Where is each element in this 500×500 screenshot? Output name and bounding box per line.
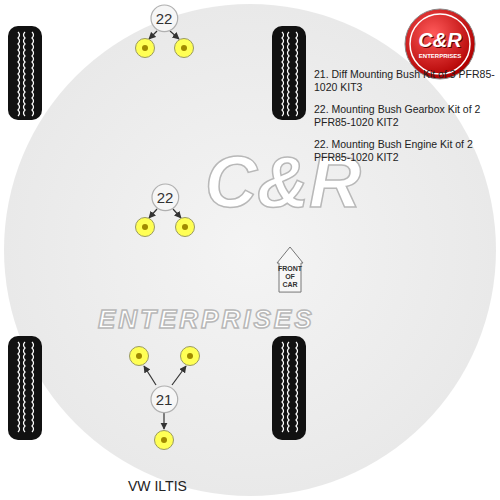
tread-line — [282, 32, 284, 116]
parts-list-item: 22. Mounting Bush Engine Kit of 2 PFR85-… — [314, 138, 496, 163]
tread-line — [296, 32, 298, 116]
callout-number: 22 — [157, 190, 174, 205]
bush — [175, 39, 194, 58]
parts-list-item: 21. Diff Mounting Bush Kit of 3 PFR85-10… — [314, 68, 496, 93]
tread-line — [32, 342, 34, 432]
leader-line — [163, 413, 164, 429]
bush — [176, 218, 195, 237]
tread-line — [288, 342, 290, 432]
callout-number: 22 — [150, 4, 179, 33]
logo-mark: C&R — [418, 30, 461, 50]
logo-word: ENTERPRISES — [419, 53, 461, 59]
leader-line — [173, 209, 181, 218]
direction-arrow: FRONT OF CAR — [277, 247, 303, 292]
tread-line — [32, 32, 34, 116]
watermark-circle — [4, 4, 496, 496]
tyre — [8, 26, 42, 120]
tread-line — [282, 342, 284, 432]
leader-line — [144, 366, 156, 385]
tread-line — [288, 32, 290, 116]
tyre — [272, 26, 306, 120]
leader-line — [170, 31, 179, 39]
leader-line — [149, 209, 157, 218]
bush — [155, 431, 174, 450]
callout-number: 22 — [156, 11, 173, 26]
tread-line — [18, 342, 20, 432]
tread-line — [296, 342, 298, 432]
bush — [130, 347, 149, 366]
bush — [136, 218, 155, 237]
bush — [136, 39, 155, 58]
tread-line — [24, 342, 26, 432]
bush — [181, 347, 200, 366]
leader-line — [172, 366, 186, 385]
model-name: VW ILTIS — [128, 478, 187, 495]
parts-list-item: 22. Mounting Bush Gearbox Kit of 2 PFR85… — [314, 103, 496, 128]
leader-line — [149, 31, 157, 39]
tyre — [272, 336, 306, 440]
callout-number: 21 — [150, 385, 179, 414]
tread-line — [18, 32, 20, 116]
callout-number: 21 — [156, 392, 173, 407]
tyre — [8, 336, 42, 440]
bushes — [130, 39, 200, 450]
tyre-tread — [18, 32, 298, 432]
callout-number: 22 — [151, 183, 180, 212]
tread-line — [24, 32, 26, 116]
watermark-text: ENTERPRISES — [98, 306, 315, 332]
tyres — [8, 26, 306, 440]
direction-label: FRONT OF CAR — [277, 265, 303, 288]
